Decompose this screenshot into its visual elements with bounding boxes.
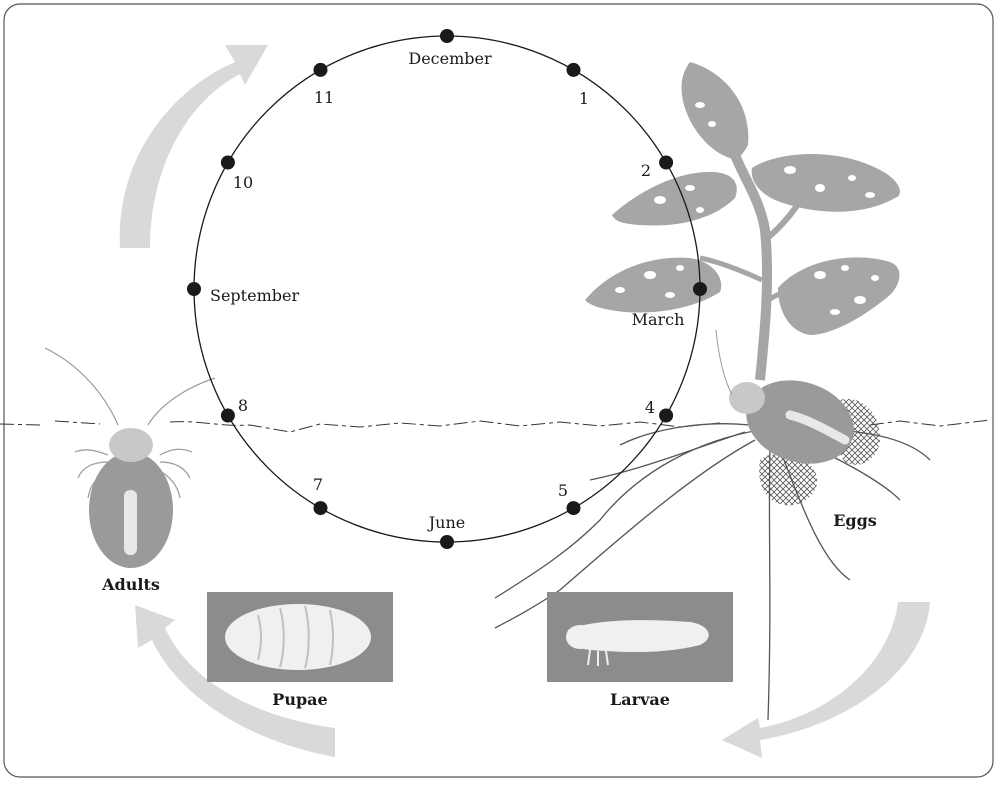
month-dot-jun xyxy=(440,535,454,549)
stage-label-pupae: Pupae xyxy=(272,690,327,709)
month-label-4: 4 xyxy=(645,398,655,417)
month-dot-m1 xyxy=(566,62,581,77)
leaf-middle-right xyxy=(778,257,900,335)
cycle-arrows xyxy=(119,45,930,758)
month-dot-m11 xyxy=(313,62,328,77)
arrow-pupae-to-adults xyxy=(135,605,335,757)
larvae-illustration xyxy=(547,592,733,682)
month-label-september: September xyxy=(210,286,299,305)
month-label-1: 1 xyxy=(579,89,589,108)
month-label-june: June xyxy=(427,513,466,532)
arrow-adults-to-winter xyxy=(119,45,269,248)
stage-label-larvae: Larvae xyxy=(610,690,670,709)
arrow-eggs-to-larvae xyxy=(722,602,930,758)
month-label-7: 7 xyxy=(313,475,323,494)
month-label-5: 5 xyxy=(558,481,568,500)
frame-border xyxy=(3,3,994,778)
month-label-2: 2 xyxy=(641,161,651,180)
leaf-upper-right xyxy=(751,154,900,212)
month-dot-m4 xyxy=(659,408,674,423)
host-plant-illustration xyxy=(494,62,931,721)
month-label-december: December xyxy=(408,49,492,68)
month-dot-m2 xyxy=(659,155,674,170)
stage-label-eggs: Eggs xyxy=(833,511,877,530)
month-dot-m10 xyxy=(220,155,235,170)
month-dots xyxy=(187,29,707,549)
month-labels: December 1 2 March 4 5 June 7 8 Septembe… xyxy=(210,49,684,532)
adult-beetle-illustration xyxy=(44,347,216,568)
stage-label-adults: Adults xyxy=(101,575,160,594)
month-dot-m5 xyxy=(566,501,581,516)
ground-line xyxy=(0,419,991,433)
month-dot-dec xyxy=(440,29,454,43)
egg-mass xyxy=(759,453,818,506)
month-label-10: 10 xyxy=(233,173,253,192)
month-label-march: March xyxy=(632,310,685,329)
leaf-top xyxy=(681,62,749,159)
month-dot-sep xyxy=(187,282,201,296)
month-dot-m7 xyxy=(313,501,328,516)
leaf-middle-left xyxy=(585,257,722,313)
month-dot-m8 xyxy=(220,408,235,423)
leaf-upper-left xyxy=(612,171,737,226)
pupae-illustration xyxy=(207,592,393,682)
month-label-11: 11 xyxy=(314,88,334,107)
month-dot-mar xyxy=(693,282,707,296)
month-label-8: 8 xyxy=(238,396,248,415)
